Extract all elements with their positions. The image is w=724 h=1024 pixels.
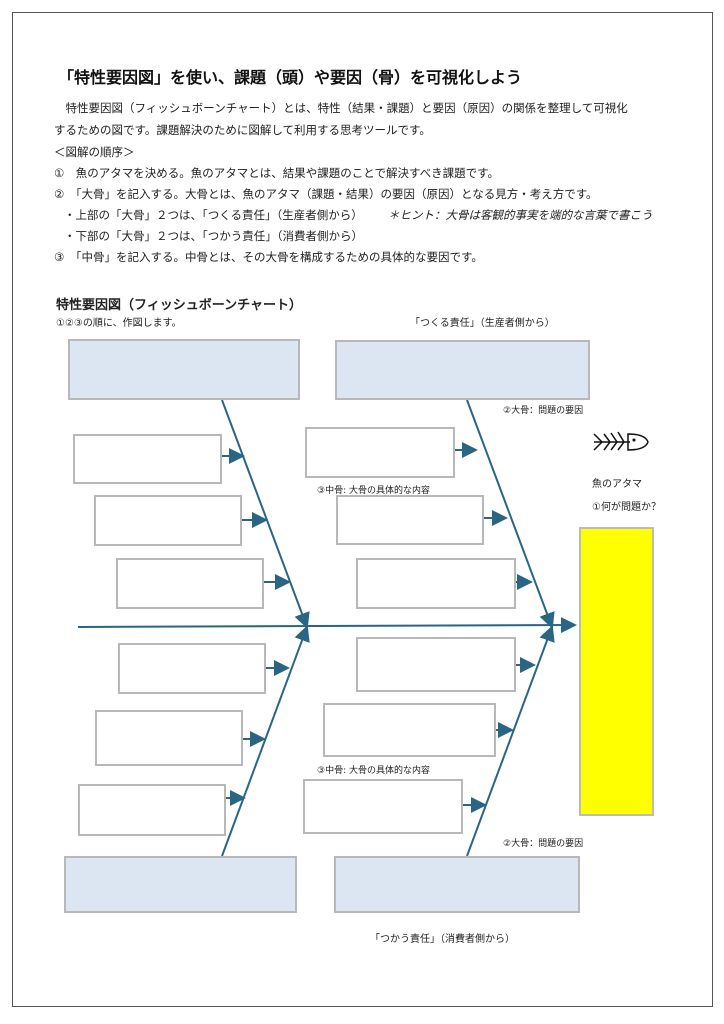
- mid-bone-box[interactable]: [356, 558, 516, 609]
- intro-line-2: するための図です。課題解決のために図解して利用する思考ツールです。: [54, 123, 431, 137]
- order-heading: ＜図解の順序＞: [54, 145, 135, 159]
- spine: [77, 617, 577, 634]
- top-label: 「つくる責任」（生産者側から）: [410, 318, 555, 329]
- big-bone-box-top-right[interactable]: [335, 340, 590, 400]
- step-2: ② 「大骨」を記入する。大骨とは、魚のアタマ（課題・結果）の要因（原因）となる見…: [54, 187, 598, 201]
- mid-bone-box[interactable]: [94, 495, 242, 546]
- big-bone-box-top-left[interactable]: [68, 339, 300, 400]
- big-bone-label-bottom: ②大骨：問題の要因: [503, 839, 584, 849]
- hint: ＊ヒント：大骨は客観的事実を端的な言葉で書こう: [388, 208, 653, 222]
- big-bone-top-right: [466, 399, 555, 629]
- big-bone-box-bottom-right[interactable]: [334, 856, 580, 913]
- mid-bone-label-top: ③中骨: 大骨の具体的な内容: [317, 486, 430, 496]
- intro-line-1: 特性要因図（フィッシュボーンチャート）とは、特性（結果・課題）と要因（原因）の関…: [54, 101, 628, 115]
- mid-bone-box[interactable]: [323, 703, 496, 757]
- mid-bone-box[interactable]: [336, 495, 484, 545]
- big-bone-label-top: ②大骨：問題の要因: [503, 406, 584, 416]
- mid-bone-box[interactable]: [305, 427, 455, 478]
- mid-bone-box[interactable]: [118, 643, 266, 694]
- fish-head-box[interactable]: [579, 527, 654, 816]
- head-label: 魚のアタマ: [592, 479, 642, 490]
- bottom-label: 「つかう責任」（消費者側から）: [370, 934, 515, 945]
- big-bone-box-bottom-left[interactable]: [64, 856, 297, 913]
- step-2-top: ・上部の「大骨」２つは、「つくる責任」（生産者側から）: [64, 208, 363, 222]
- page-title: 「特性要因図」を使い、課題（頭）や要因（骨）を可視化しよう: [58, 68, 523, 87]
- mid-bone-box[interactable]: [356, 637, 516, 692]
- mid-bone-box[interactable]: [116, 558, 264, 609]
- head-question: ①何が問題か？: [592, 502, 661, 513]
- mid-bone-box[interactable]: [303, 779, 463, 834]
- mid-bone-box[interactable]: [78, 784, 226, 836]
- diagram-title: 特性要因図（フィッシュボーンチャート）: [56, 298, 302, 313]
- mid-bone-label-bottom: ③中骨: 大骨の具体的な内容: [317, 766, 430, 776]
- mid-bone-box[interactable]: [95, 710, 243, 766]
- step-3: ③ 「中骨」を記入する。中骨とは、その大骨を構成するための具体的な要因です。: [54, 250, 483, 264]
- big-bone-bottom-right: [466, 625, 555, 857]
- step-1: ① 魚のアタマを決める。魚のアタマとは、結果や課題のことで解決すべき課題です。: [54, 166, 500, 180]
- mid-bone-box[interactable]: [73, 434, 222, 484]
- step-2-bottom: ・下部の「大骨」２つは、「つかう責任」（消費者側から）: [64, 229, 363, 243]
- page-border: [12, 12, 713, 1007]
- diagram-instruction: ①②③の順に、作図します。: [56, 318, 182, 329]
- fish-icon: [593, 431, 649, 451]
